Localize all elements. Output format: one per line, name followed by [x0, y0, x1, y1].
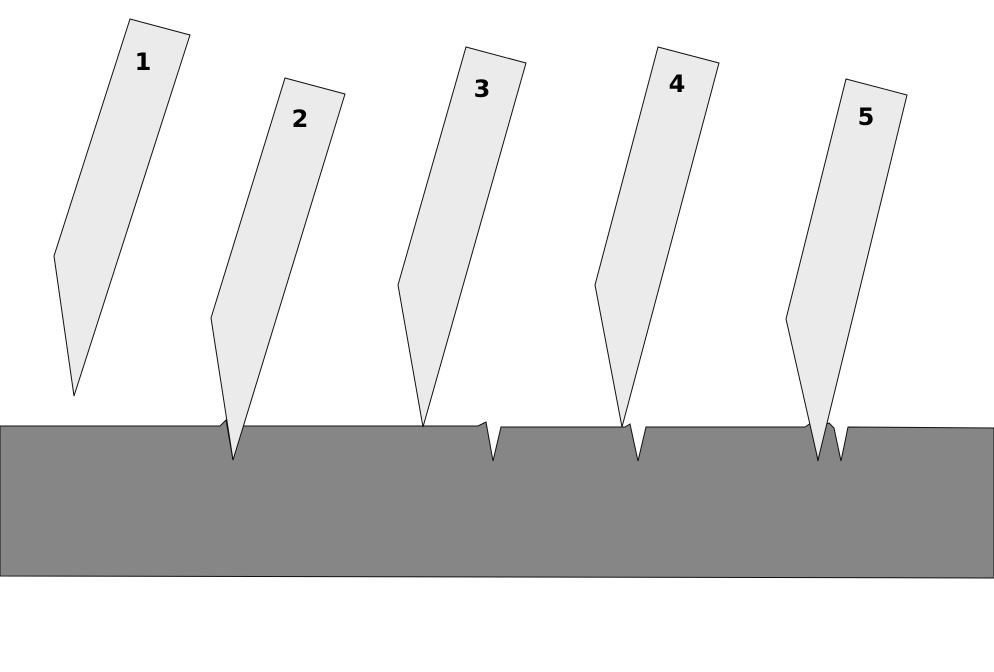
tool-4: 4: [594, 46, 720, 428]
tool-4-blade: [594, 46, 720, 428]
tool-5-label: 5: [858, 103, 875, 131]
tool-5: 5: [785, 78, 908, 461]
tool-3-label: 3: [474, 75, 491, 103]
tool-2-blade: [210, 77, 346, 461]
tool-1-label: 1: [135, 48, 152, 76]
tool-3: 3: [397, 46, 527, 428]
tool-1-blade: [53, 18, 191, 397]
tool-2-label: 2: [292, 105, 309, 133]
tool-3-blade: [397, 46, 527, 428]
tool-1: 1: [53, 18, 191, 397]
tool-4-label: 4: [669, 70, 686, 98]
tool-5-blade: [785, 78, 908, 461]
workpiece-surface: [0, 418, 994, 579]
tool-2: 2: [210, 77, 346, 461]
